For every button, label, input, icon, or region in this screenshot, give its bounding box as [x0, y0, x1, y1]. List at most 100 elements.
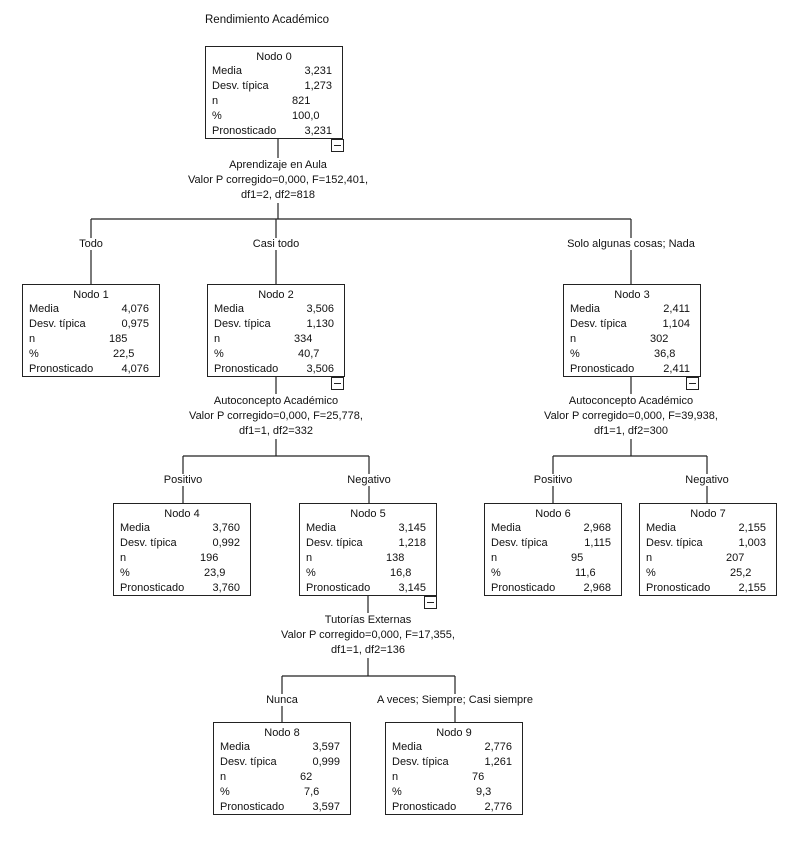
node-row-n: n 185 [29, 332, 153, 347]
split-stats: Valor P corregido=0,000, F=152,401, [188, 174, 368, 186]
row-label: Media [120, 522, 150, 534]
row-value: 9,3 [476, 786, 492, 798]
collapse-node-2-button[interactable] [331, 377, 344, 390]
node-row-media: Media 3,145 [306, 521, 430, 536]
branch-label-node-1: Todo [78, 238, 104, 250]
branch-label-node-5: Negativo [346, 474, 392, 486]
row-value: 1,115 [584, 537, 611, 549]
row-value: 2,776 [484, 801, 512, 813]
row-label: Pronosticado [646, 582, 711, 594]
row-value: 3,597 [312, 741, 340, 753]
node-row-media: Media 3,760 [120, 521, 244, 536]
split-df: df1=1, df2=300 [593, 425, 668, 437]
row-label: % [306, 567, 316, 579]
row-label: Desv. típica [120, 537, 177, 549]
row-label: Desv. típica [491, 537, 548, 549]
row-label: % [491, 567, 501, 579]
node-row-pct: %36,8 [570, 347, 694, 362]
row-value: 3,231 [304, 125, 332, 137]
node-row-pct: %9,3 [392, 785, 516, 800]
branch-label-node-9: A veces; Siempre; Casi siempre [376, 694, 534, 706]
row-label: % [212, 110, 222, 122]
row-label: Pronosticado [306, 582, 371, 594]
row-label: Pronosticado [29, 363, 94, 375]
row-label: Media [306, 522, 336, 534]
node-header: Nodo 4 [164, 508, 200, 520]
split-variable: Autoconcepto Académico [213, 395, 339, 407]
row-label: n [29, 333, 36, 345]
node-row-pct: %25,2 [646, 566, 770, 581]
row-value: 62 [300, 771, 313, 783]
node-row-n: n 95 [491, 551, 615, 566]
split-df: df1=1, df2=332 [238, 425, 313, 437]
row-label: n [306, 552, 313, 564]
row-label: n [220, 771, 227, 783]
row-label: n [120, 552, 127, 564]
row-value: 2,411 [663, 363, 690, 375]
row-label: Desv. típica [570, 318, 627, 330]
split-info-node-3: Autoconcepto Académico Valor P corregido… [521, 394, 741, 439]
collapse-node-3-button[interactable] [686, 377, 699, 390]
node-header: Nodo 9 [436, 727, 472, 739]
row-value: 2,968 [583, 582, 611, 594]
row-value: 3,760 [212, 582, 240, 594]
node-row-desv: Desv. típica 1,115 [491, 536, 615, 551]
row-label: Pronosticado [491, 582, 556, 594]
row-value: 302 [650, 333, 669, 345]
node-row-pron: Pronosticado 3,231 [212, 124, 336, 139]
row-label: n [491, 552, 498, 564]
node-row-pron: Pronosticado 4,076 [29, 362, 153, 377]
row-value: 23,9 [204, 567, 226, 579]
row-label: % [29, 348, 39, 360]
row-label: Pronosticado [570, 363, 635, 375]
row-value: 3,760 [212, 522, 240, 534]
row-value: 2,155 [738, 582, 766, 594]
row-label: Desv. típica [306, 537, 363, 549]
row-value: 2,776 [484, 741, 512, 753]
row-label: Pronosticado [392, 801, 457, 813]
node-row-pct: %16,8 [306, 566, 430, 581]
row-value: 3,145 [398, 522, 426, 534]
collapse-node-5-button[interactable] [424, 596, 437, 609]
row-value: 185 [109, 333, 128, 345]
node-header: Nodo 0 [256, 51, 292, 63]
row-label: % [214, 348, 224, 360]
collapse-node-0-button[interactable] [331, 139, 344, 152]
row-value: 0,975 [121, 318, 149, 330]
branch-label-node-6: Positivo [532, 474, 574, 486]
row-label: Media [491, 522, 521, 534]
row-value: 95 [571, 552, 584, 564]
node-row-pct: %7,6 [220, 785, 344, 800]
row-value: 0,999 [312, 756, 340, 768]
row-value: 4,076 [121, 363, 149, 375]
row-value: 40,7 [298, 348, 320, 360]
row-value: 3,597 [312, 801, 340, 813]
branch-label-node-2: Casi todo [251, 238, 301, 250]
row-label: Pronosticado [212, 125, 277, 137]
